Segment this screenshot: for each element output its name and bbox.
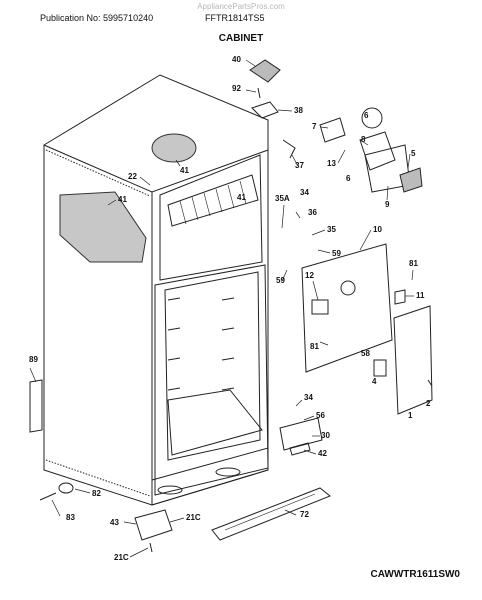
base-slot-2 <box>215 467 241 477</box>
callout-58: 58 <box>361 349 370 358</box>
base-slot-1 <box>157 485 183 495</box>
callout-36: 36 <box>308 208 317 217</box>
model-number: FFTR1814TS5 <box>205 13 265 23</box>
callout-34-bottom: 34 <box>304 393 313 402</box>
callout-6b: 6 <box>346 174 351 183</box>
insulation-patch-left <box>59 191 147 263</box>
callout-12: 12 <box>305 271 314 280</box>
callout-83: 83 <box>66 513 75 522</box>
freezer-compartment <box>159 154 263 281</box>
part-12-knob <box>340 280 356 296</box>
part-1-dispenser-cover <box>393 305 433 415</box>
part-2-screw <box>427 379 433 387</box>
callout-56: 56 <box>316 411 325 420</box>
callout-40: 40 <box>232 55 241 64</box>
callout-35: 35 <box>327 225 336 234</box>
callout-37: 37 <box>295 161 304 170</box>
callout-8: 8 <box>361 135 366 144</box>
callout-7: 7 <box>312 122 317 131</box>
callout-4: 4 <box>372 377 377 386</box>
part-4-switch <box>373 359 387 377</box>
part-8-motor <box>359 131 396 171</box>
part-7-damper <box>319 117 346 143</box>
section-title: CABINET <box>218 33 264 44</box>
callout-81-right: 81 <box>409 259 418 268</box>
drawing-code: CAWWTR1611SW0 <box>370 569 460 580</box>
callout-1: 1 <box>408 411 413 420</box>
cabinet-side-detail <box>29 379 43 433</box>
callout-35a: 35A <box>275 194 290 203</box>
callout-92: 92 <box>232 84 241 93</box>
freezer-shelf <box>167 174 259 227</box>
callout-81-left: 81 <box>310 342 319 351</box>
part-30-hinge <box>279 417 323 451</box>
callout-22: 22 <box>128 172 137 181</box>
shelf-supports-right <box>221 297 235 391</box>
fresh-food-rear-wall <box>164 271 261 461</box>
callout-82: 82 <box>92 489 101 498</box>
leader-lines <box>29 59 414 558</box>
part-38-top-hinge <box>251 101 279 119</box>
insulation-patch-top <box>151 133 197 163</box>
part-42-bracket <box>289 442 311 456</box>
callout-labels: 40 92 38 7 6 8 5 13 6 9 37 22 41 41 34 3… <box>29 55 431 562</box>
part-10-control-panel <box>301 243 393 373</box>
callout-42: 42 <box>318 449 327 458</box>
part-5-fan-blade <box>399 167 423 193</box>
callout-59-left: 59 <box>276 276 285 285</box>
callout-41-top: 41 <box>180 166 189 175</box>
cabinet-drawing <box>29 59 433 553</box>
callout-10: 10 <box>373 225 382 234</box>
callout-34-top: 34 <box>300 188 309 197</box>
callout-13: 13 <box>327 159 336 168</box>
callout-21c-bottom: 21C <box>114 553 129 562</box>
part-82-leveler <box>58 482 74 494</box>
fresh-food-floor <box>167 389 263 456</box>
callout-21c-right: 21C <box>186 513 201 522</box>
callout-2: 2 <box>426 399 431 408</box>
callout-6: 6 <box>364 111 369 120</box>
callout-41-left: 41 <box>118 195 127 204</box>
part-92-screw <box>257 87 261 99</box>
part-72-grille-slots <box>224 493 316 531</box>
publication-number: Publication No: 5995710240 <box>40 13 154 23</box>
callout-11: 11 <box>416 291 425 300</box>
part-37-bracket <box>282 139 296 159</box>
part-6-ring <box>361 107 383 129</box>
callout-89: 89 <box>29 355 38 364</box>
cabinet-left-side-lines <box>45 149 151 497</box>
callout-59-right: 59 <box>332 249 341 258</box>
part-72-toe-grille <box>211 487 331 541</box>
shelf-supports-left <box>167 297 181 391</box>
cabinet-base-front <box>151 447 269 506</box>
part-83-screw <box>39 492 57 501</box>
watermark: AppliancePartsPros.com <box>197 2 285 11</box>
part-21c-screw <box>149 542 153 553</box>
callout-72: 72 <box>300 510 309 519</box>
callout-43: 43 <box>110 518 119 527</box>
part-12-sensor <box>311 299 329 315</box>
part-11-plug <box>394 289 406 305</box>
freezer-shelf-grid <box>179 180 247 225</box>
callout-9: 9 <box>385 200 390 209</box>
callout-38: 38 <box>294 106 303 115</box>
part-40-hinge-cover <box>249 59 281 83</box>
part-43-bottom-hinge <box>134 509 173 541</box>
callout-5: 5 <box>411 149 416 158</box>
callout-41-right: 41 <box>237 193 246 202</box>
callout-30: 30 <box>321 431 330 440</box>
